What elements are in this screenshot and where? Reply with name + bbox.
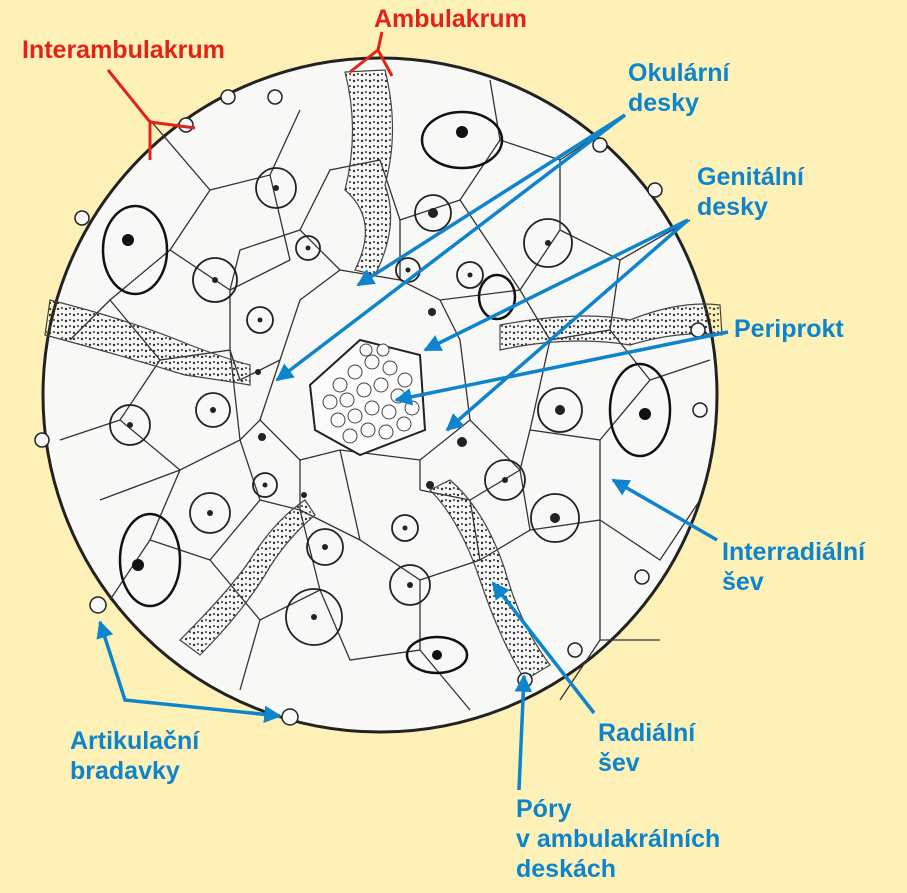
- label-interambulakrum-text: Interambulakrum: [22, 36, 225, 64]
- label-artikulacni-line1: Artikulační: [70, 727, 199, 755]
- label-pory-line3: deskách: [516, 855, 616, 883]
- label-genitalni-line1: Genitální: [697, 163, 804, 191]
- label-pory-line2: v ambulakrálních: [516, 825, 720, 853]
- label-okularni-line2: desky: [628, 89, 699, 117]
- urchin-test: [35, 58, 722, 732]
- label-radialni-sev: Radiální šev: [598, 718, 695, 778]
- label-artikulacni-line2: bradavky: [70, 757, 180, 785]
- label-periprokt-text: Periprokt: [734, 315, 844, 343]
- label-radialni-line1: Radiální: [598, 719, 695, 747]
- label-interradialni-line1: Interradiální: [722, 538, 865, 566]
- label-radialni-line2: šev: [598, 749, 640, 777]
- label-interambulakrum: Interambulakrum: [22, 35, 225, 65]
- label-artikulacni-bradavky: Artikulační bradavky: [70, 726, 199, 786]
- label-pory-line1: Póry: [516, 795, 572, 823]
- label-ambulakrum-text: Ambulakrum: [374, 5, 527, 33]
- label-okularni-desky: Okulární desky: [628, 58, 729, 118]
- label-pory: Póry v ambulakrálních deskách: [516, 794, 720, 884]
- label-okularni-line1: Okulární: [628, 59, 729, 87]
- label-interradialni-sev: Interradiální šev: [722, 537, 865, 597]
- label-ambulakrum: Ambulakrum: [374, 4, 527, 34]
- label-periprokt: Periprokt: [734, 314, 844, 344]
- label-interradialni-line2: šev: [722, 568, 764, 596]
- label-genitalni-line2: desky: [697, 193, 768, 221]
- label-genitalni-desky: Genitální desky: [697, 162, 804, 222]
